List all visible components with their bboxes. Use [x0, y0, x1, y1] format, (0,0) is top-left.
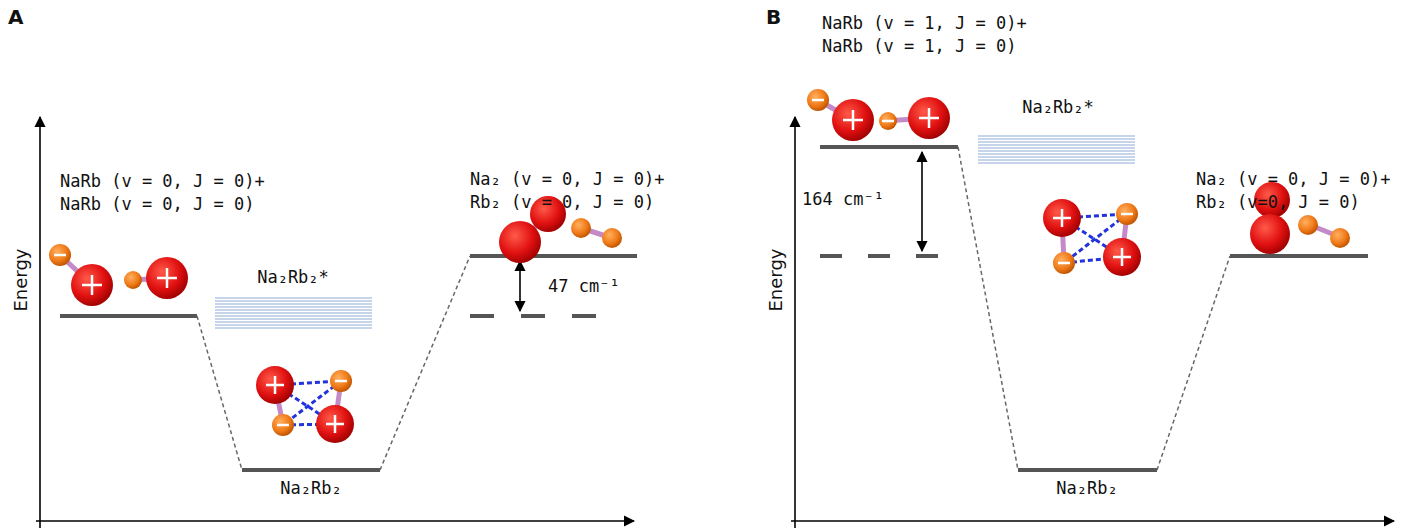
panel-letter: A — [8, 4, 23, 31]
energy-gap-arrow — [519, 261, 521, 311]
reactant-level — [60, 314, 197, 318]
reference-dashed-level — [820, 254, 946, 258]
product-level — [470, 254, 637, 258]
axis-label: Energy — [764, 248, 788, 311]
product-level — [1230, 254, 1368, 258]
reaction-axis — [36, 520, 634, 522]
complex-level — [1018, 468, 1157, 472]
dashed-connector — [197, 316, 242, 470]
energy-gap-label: 164 cm⁻¹ — [802, 188, 884, 211]
reactant-level — [820, 145, 958, 149]
energy-gap-arrow — [921, 152, 923, 251]
energy-axis — [794, 117, 796, 528]
panel-letter: B — [766, 4, 781, 31]
complex-level — [242, 468, 380, 472]
product-label: Na₂ (v = 0, J = 0)+ Rb₂ (v = 0, J = 0) — [470, 168, 669, 214]
narb-pair-molecules — [49, 244, 188, 306]
complex-label: Na₂Rb₂ — [280, 477, 341, 500]
dashed-connector — [380, 256, 470, 470]
reactant-label: NaRb (v = 0, J = 0)+ NaRb (v = 0, J = 0) — [60, 170, 269, 216]
tetramer-complex — [256, 366, 354, 443]
reference-dashed-level — [470, 314, 596, 318]
connectors-a — [197, 256, 470, 470]
axis-label: Energy — [9, 248, 33, 311]
reactant-label: NaRb (v = 1, J = 0)+ NaRb (v = 1, J = 0) — [822, 12, 1031, 58]
reaction-axis — [791, 520, 1394, 522]
band-label: Na₂Rb₂* — [1022, 96, 1094, 119]
tetramer-complex — [1043, 199, 1141, 276]
dashed-connector — [958, 147, 1018, 470]
band-label: Na₂Rb₂* — [257, 266, 329, 289]
axes-b — [791, 117, 1394, 528]
energy-gap-label: 47 cm⁻¹ — [548, 275, 620, 298]
dashed-connector — [1157, 256, 1230, 470]
levels-a — [60, 256, 637, 470]
excited-complex-band — [215, 297, 372, 329]
connectors-b — [958, 147, 1230, 470]
product-label: Na₂ (v = 0, J = 0)+ Rb₂ (v=0, J = 0) — [1196, 168, 1395, 214]
excited-complex-band — [978, 134, 1135, 164]
complex-label: Na₂Rb₂ — [1056, 477, 1117, 500]
energy-axis — [39, 117, 41, 528]
narb-pair-molecules — [807, 89, 950, 141]
